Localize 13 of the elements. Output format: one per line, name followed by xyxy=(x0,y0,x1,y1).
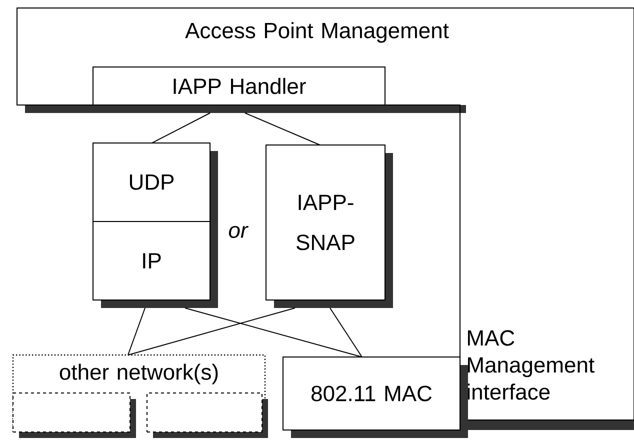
connector-line xyxy=(330,308,362,358)
connector-line xyxy=(128,308,296,356)
connector-line xyxy=(184,308,362,358)
network-box xyxy=(146,392,268,438)
protocol-box: IAPP- SNAP xyxy=(266,144,393,308)
connector-label: or xyxy=(228,226,249,238)
connector-line xyxy=(244,112,320,146)
handler-box: IAPP Handler xyxy=(92,66,386,106)
mac-box: 802.11 MAC xyxy=(282,356,468,438)
connector-line xyxy=(128,308,146,356)
connector-line xyxy=(152,112,210,144)
protocol-stack-box: UDP IP xyxy=(92,142,218,308)
network-box xyxy=(12,392,136,438)
